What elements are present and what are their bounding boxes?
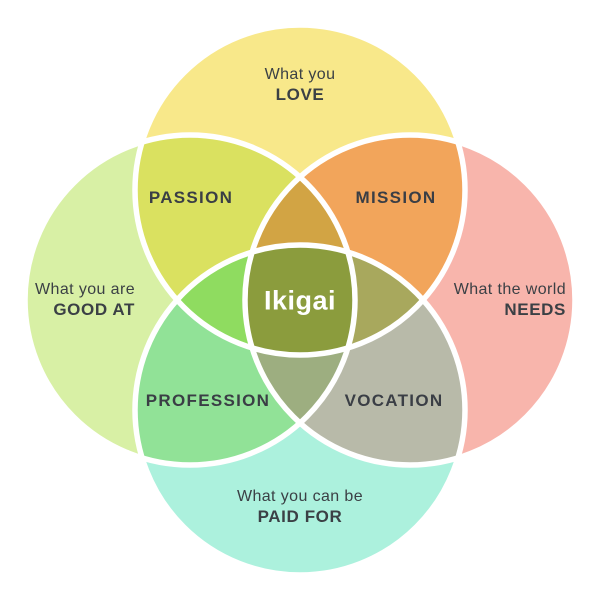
label-needs: What the world NEEDS — [454, 280, 566, 320]
label-paid-for-line1: What you can be — [236, 488, 364, 505]
label-needs-line1: What the world — [453, 281, 566, 298]
region-love-good-paid — [135, 245, 355, 355]
label-ikigai: Ikigai — [263, 285, 337, 316]
outline-needs — [242, 132, 578, 468]
label-love: What you LOVE — [265, 65, 336, 105]
label-paid-for: What you can be PAID FOR — [237, 487, 363, 527]
outline-love — [132, 22, 468, 358]
label-passion: PASSION — [148, 188, 234, 207]
region-good-needs-paid — [245, 245, 355, 465]
label-love-line1: What you — [264, 66, 336, 83]
outline-good-at — [22, 132, 358, 468]
label-mission: MISSION — [355, 188, 437, 207]
outline-paid-for — [132, 242, 468, 578]
label-good-at: What you are GOOD AT — [35, 280, 135, 320]
label-vocation: VOCATION — [344, 391, 444, 410]
label-love-line2: LOVE — [275, 85, 325, 104]
label-good-at-line2: GOOD AT — [53, 300, 135, 319]
label-profession: PROFESSION — [145, 391, 271, 410]
label-paid-for-line2: PAID FOR — [257, 507, 343, 526]
region-love-good-needs — [245, 135, 355, 355]
region-love-needs-paid — [245, 245, 465, 355]
label-good-at-line1: What you are — [35, 281, 135, 298]
label-needs-line2: NEEDS — [504, 300, 566, 319]
